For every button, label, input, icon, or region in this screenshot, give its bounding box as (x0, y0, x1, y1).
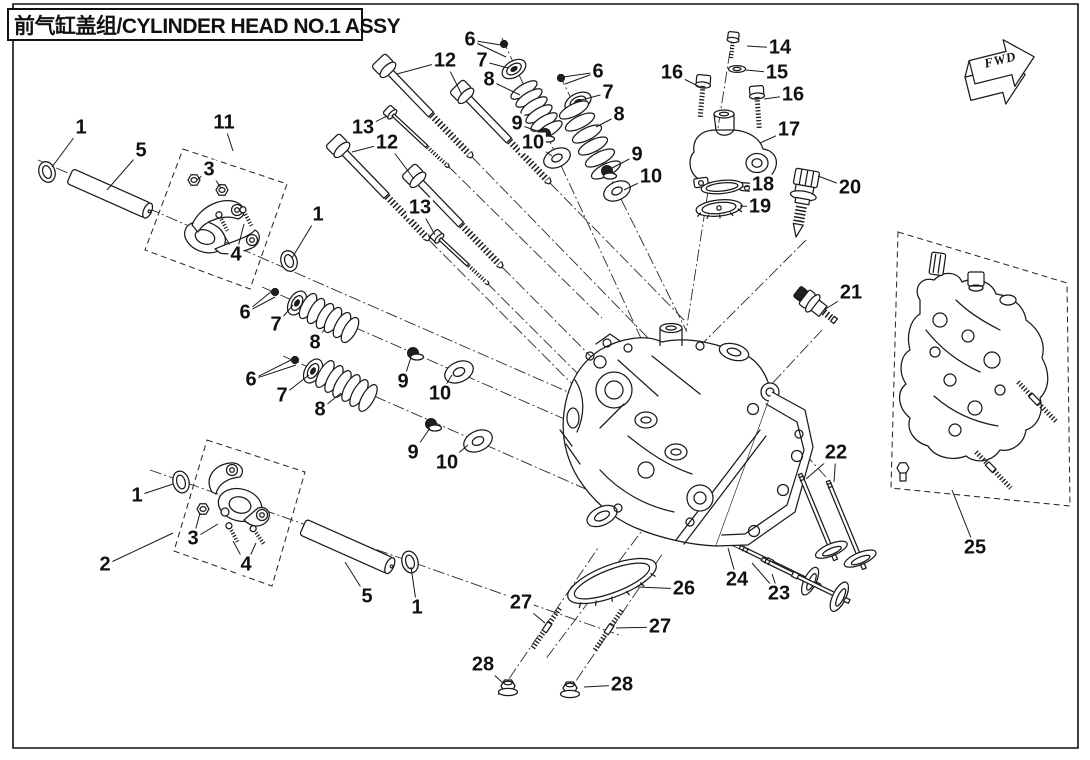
callout-19: 19 (746, 195, 774, 218)
callout-4: 4 (228, 243, 244, 266)
part-25-head-assembly (897, 252, 1059, 490)
part-16-bolt (693, 74, 767, 130)
part-23-valve (733, 534, 856, 616)
part-17-thermostat-housing (690, 110, 776, 192)
callout-16: 16 (658, 61, 686, 84)
leader-line-2 (105, 533, 173, 565)
callout-12: 12 (373, 131, 401, 154)
part-15-washer (729, 66, 746, 73)
part-12-long-bolt (325, 53, 557, 274)
callout-1: 1 (129, 484, 145, 507)
callout-10: 10 (637, 165, 665, 188)
callout-1: 1 (409, 596, 425, 619)
callout-9: 9 (509, 112, 525, 135)
callout-1: 1 (310, 203, 326, 226)
group-box-11 (145, 149, 287, 289)
callout-13: 13 (349, 116, 377, 139)
callout-8: 8 (307, 331, 323, 354)
page-border (13, 4, 1078, 748)
part-20-temp-sensor (783, 168, 820, 239)
part-22-valve (784, 467, 880, 575)
callout-13: 13 (406, 196, 434, 219)
callout-17: 17 (775, 118, 803, 141)
callout-5: 5 (133, 139, 149, 162)
callout-10: 10 (433, 451, 461, 474)
callout-28: 28 (608, 673, 636, 696)
callout-15: 15 (763, 61, 791, 84)
part-11-rocker-assembly (180, 175, 259, 258)
part-26-seal-ring (562, 549, 662, 615)
part-5-rocker-shaft (67, 169, 397, 575)
callout-6: 6 (237, 301, 253, 324)
callout-2: 2 (97, 553, 113, 576)
part-8-valve-spring (296, 77, 623, 414)
callout-20: 20 (836, 176, 864, 199)
group-box-2 (174, 440, 305, 586)
callout-21: 21 (837, 281, 865, 304)
title-box: 前气缸盖组/CYLINDER HEAD NO.1 ASSY (7, 8, 401, 41)
callout-3: 3 (185, 527, 201, 550)
callout-14: 14 (766, 36, 794, 59)
part-13-small-bolt (382, 104, 492, 288)
part-19-thermostat (695, 198, 743, 221)
callout-22: 22 (822, 441, 850, 464)
callout-5: 5 (359, 585, 375, 608)
callout-23: 23 (765, 582, 793, 605)
part-cylinder-head (560, 324, 813, 547)
callout-10: 10 (519, 131, 547, 154)
callout-16: 16 (779, 83, 807, 106)
part-14-bolt (725, 31, 740, 60)
part-18-gasket (700, 178, 743, 195)
callout-4: 4 (238, 553, 254, 576)
part-10-spring-seat (441, 144, 633, 456)
callout-28: 28 (469, 653, 497, 676)
callout-25: 25 (961, 536, 989, 559)
callout-9: 9 (395, 370, 411, 393)
callout-7: 7 (274, 384, 290, 407)
part-27-stud (531, 607, 624, 652)
callout-8: 8 (312, 398, 328, 421)
callout-7: 7 (474, 49, 490, 72)
page-title: 前气缸盖组/CYLINDER HEAD NO.1 ASSY (14, 14, 401, 38)
callout-6: 6 (462, 28, 478, 51)
group-box-25 (891, 232, 1070, 506)
callout-27: 27 (507, 591, 535, 614)
callout-11: 11 (211, 111, 237, 134)
callout-9: 9 (629, 143, 645, 166)
callout-3: 3 (201, 158, 217, 181)
callout-24: 24 (723, 568, 751, 591)
fwd-arrow-icon (958, 33, 1043, 112)
callout-9: 9 (405, 441, 421, 464)
callout-1: 1 (73, 116, 89, 139)
part-21-sensor-switch (791, 283, 843, 330)
callout-10: 10 (426, 382, 454, 405)
callout-27: 27 (646, 615, 674, 638)
callout-6: 6 (243, 368, 259, 391)
part-28-flange-nut (499, 680, 580, 698)
callout-7: 7 (600, 81, 616, 104)
part-2-rocker-assembly (197, 463, 269, 547)
callout-12: 12 (431, 49, 459, 72)
callout-18: 18 (749, 173, 777, 196)
callout-8: 8 (611, 103, 627, 126)
callout-8: 8 (481, 68, 497, 91)
callout-26: 26 (670, 577, 698, 600)
callout-6: 6 (590, 60, 606, 83)
callout-7: 7 (268, 313, 284, 336)
